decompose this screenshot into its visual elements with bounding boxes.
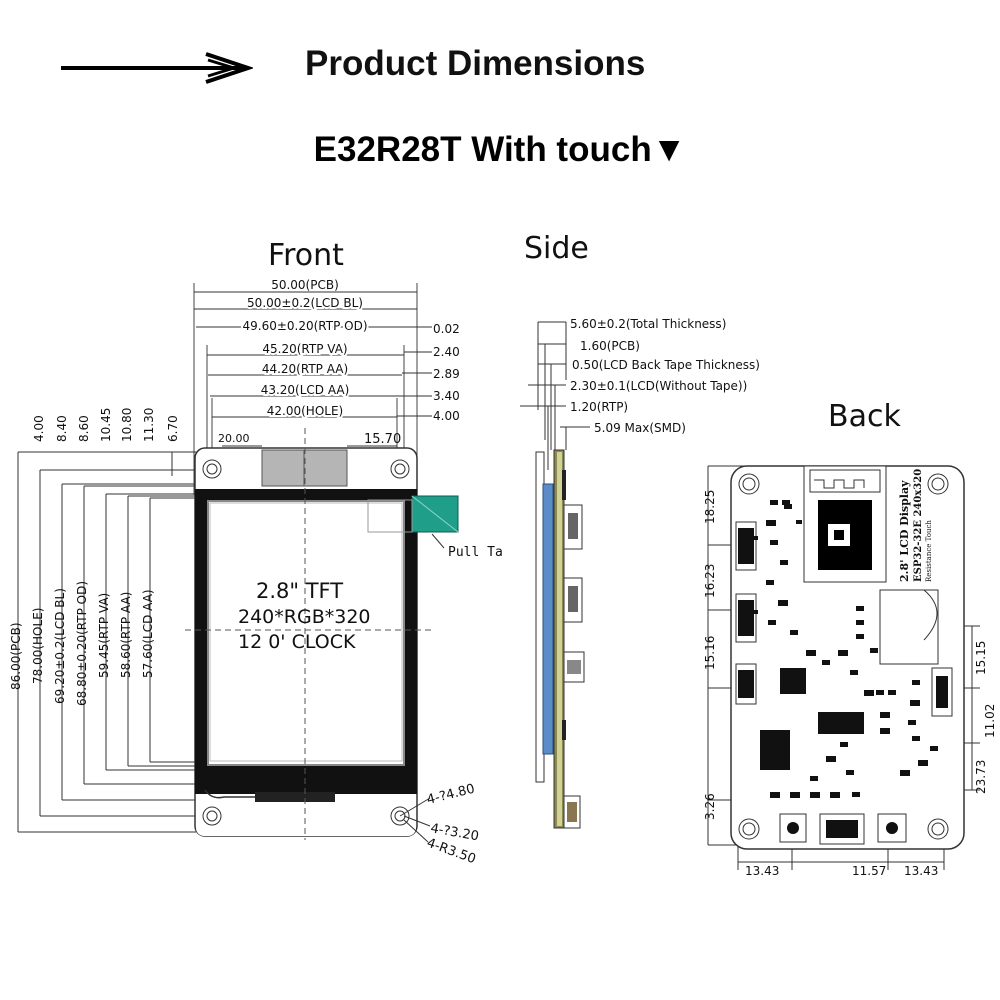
top-offset-3: 10.45 bbox=[99, 408, 113, 442]
dim-pcb-width: 50.00(PCB) bbox=[271, 278, 339, 292]
offset-0: 0.02 bbox=[433, 322, 460, 336]
top-offset-1: 8.40 bbox=[55, 415, 69, 442]
silk-model: ESP32-32E 240x320 bbox=[913, 469, 924, 582]
back-left-dim-1: 16.23 bbox=[703, 564, 717, 598]
front-pcb-bottom bbox=[196, 794, 416, 836]
side-lcd-layer bbox=[542, 483, 554, 755]
offset-2: 2.89 bbox=[433, 367, 460, 381]
dim-rtp-aa-width: 44.20(RTP AA) bbox=[262, 362, 348, 376]
back-bottom-dim-0: 13.43 bbox=[745, 864, 779, 878]
front-label: Front bbox=[268, 238, 344, 273]
back-bottom-dim-1: 11.57 bbox=[852, 864, 886, 878]
back-right-dim-0: 15.15 bbox=[974, 641, 988, 675]
back-label: Back bbox=[828, 399, 901, 434]
silk-touch: Resistance Touch bbox=[925, 520, 933, 582]
dim-lcd-bl-width: 50.00±0.2(LCD BL) bbox=[247, 296, 363, 310]
vdim-hole: 78.00(HOLE) bbox=[31, 608, 45, 684]
offset-3: 3.40 bbox=[433, 389, 460, 403]
side-dim-pcb: 1.60(PCB) bbox=[580, 339, 640, 353]
screen-line-3: 12 0' CLOCK bbox=[238, 631, 356, 653]
back-view-drawing: 18.25 16.23 15.16 3.26 15.15 11.02 23.73… bbox=[703, 465, 997, 878]
top-offset-4: 10.80 bbox=[120, 408, 134, 442]
top-offset-0: 4.00 bbox=[32, 415, 46, 442]
side-label: Side bbox=[524, 231, 589, 266]
vdim-lcd-aa: 57.60(LCD AA) bbox=[141, 589, 155, 678]
offset-1: 2.40 bbox=[433, 345, 460, 359]
back-bottom-dim-2: 13.43 bbox=[904, 864, 938, 878]
back-left-dim-3: 3.26 bbox=[703, 793, 717, 820]
dim-lcd-aa-width: 43.20(LCD AA) bbox=[261, 383, 350, 397]
header-arrow bbox=[58, 48, 255, 88]
back-left-dim-2: 15.16 bbox=[703, 636, 717, 670]
top-offset-6: 6.70 bbox=[166, 415, 180, 442]
side-dim-smd: 5.09 Max(SMD) bbox=[594, 421, 686, 435]
dim-rtp-va-width: 45.20(RTP VA) bbox=[262, 342, 347, 356]
dim-rtp-od-width: 49.60±0.20(RTP OD) bbox=[242, 319, 367, 333]
vdim-pcb: 86.00(PCB) bbox=[9, 622, 23, 690]
ic-1 bbox=[818, 712, 864, 734]
back-right-dim-2: 23.73 bbox=[974, 760, 988, 794]
ic-3 bbox=[780, 668, 806, 694]
hole-callout-1: 4-?4.80 bbox=[425, 782, 476, 808]
side-dim-rtp: 1.20(RTP) bbox=[570, 400, 628, 414]
pull-tab-label: Pull Ta bbox=[448, 545, 503, 560]
page-title: Product Dimensions bbox=[305, 44, 646, 83]
vdim-rtp-va: 59.45(RTP VA) bbox=[97, 593, 111, 678]
side-view-drawing: 5.60±0.2(Total Thickness) 1.60(PCB) 0.50… bbox=[520, 317, 760, 829]
connector-right-dim: 15.70 bbox=[364, 432, 401, 447]
silk-title: 2.8' LCD Display bbox=[898, 480, 911, 582]
dim-hole-width: 42.00(HOLE) bbox=[267, 404, 343, 418]
back-left-dim-0: 18.25 bbox=[703, 490, 717, 524]
screen-line-2: 240*RGB*320 bbox=[238, 606, 371, 628]
sd-card-slot bbox=[879, 589, 939, 665]
vdim-rtp-aa: 58.60(RTP AA) bbox=[119, 592, 133, 678]
right-arrow-icon bbox=[61, 52, 255, 84]
top-offset-2: 8.60 bbox=[77, 415, 91, 442]
top-offset-5: 11.30 bbox=[142, 408, 156, 442]
side-dim-tape: 0.50(LCD Back Tape Thickness) bbox=[572, 358, 760, 372]
front-view-drawing: 50.00(PCB) 50.00±0.2(LCD BL) 49.60±0.20(… bbox=[9, 278, 503, 867]
back-right-dim-1: 11.02 bbox=[983, 704, 997, 738]
side-dim-lcd: 2.30±0.1(LCD(Without Tape)) bbox=[570, 379, 747, 393]
offset-4: 4.00 bbox=[433, 409, 460, 423]
product-subtitle: E32R28T With touch▼ bbox=[313, 130, 687, 169]
screen-line-1: 2.8" TFT bbox=[256, 579, 343, 603]
connector-left-dim: 20.00 bbox=[218, 432, 250, 445]
vdim-lcd-bl: 69.20±0.2(LCD BL) bbox=[53, 588, 67, 704]
vdim-rtp-od: 68.80±0.20(RTP OD) bbox=[75, 581, 89, 706]
side-dim-total: 5.60±0.2(Total Thickness) bbox=[570, 317, 726, 331]
ic-2 bbox=[760, 730, 790, 770]
